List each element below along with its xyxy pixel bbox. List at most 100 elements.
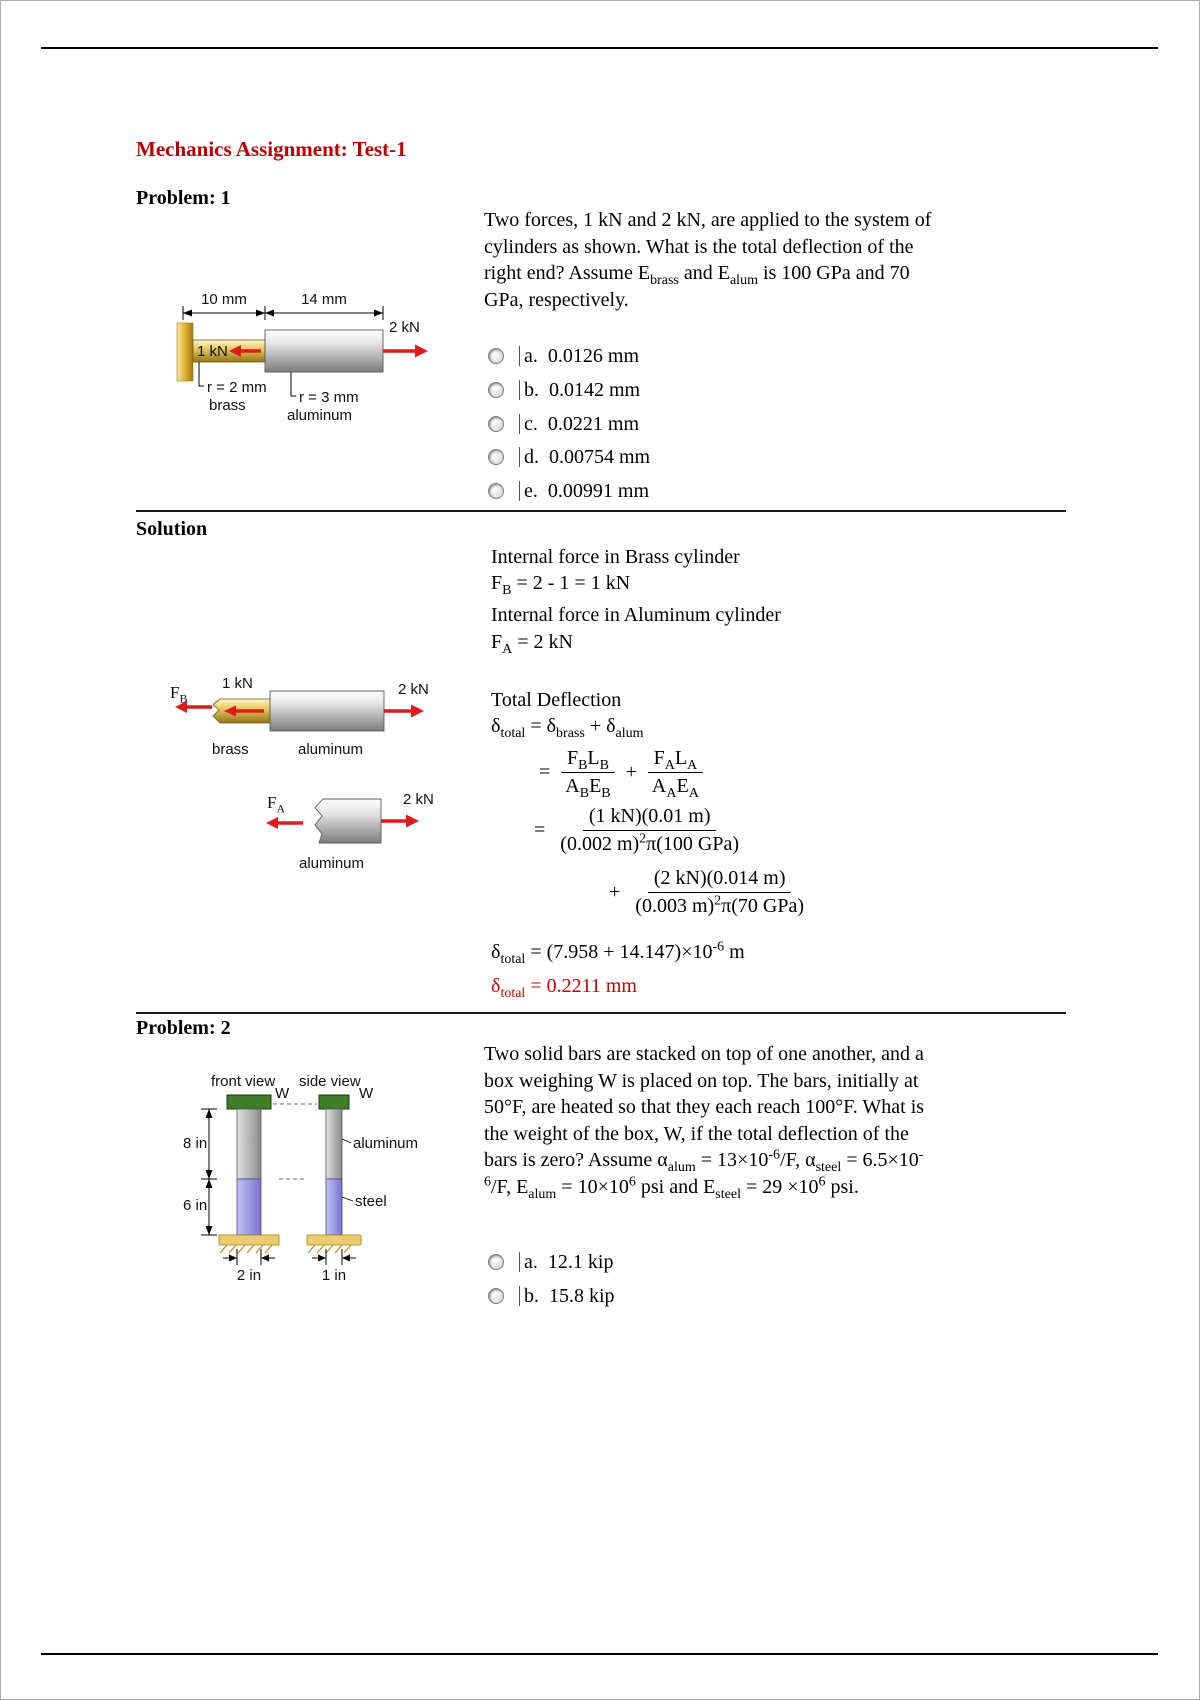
option-letter: b. xyxy=(524,378,539,401)
dimension-label-1in: 1 in xyxy=(321,1267,347,1284)
dimension-label-alum-length: 14 mm xyxy=(301,291,347,308)
radio-button[interactable] xyxy=(488,483,504,499)
weight-label-front: W xyxy=(275,1085,290,1102)
option-row-b: b. 15.8 kip xyxy=(488,1283,615,1309)
solution-text-line: Internal force in Aluminum cylinder xyxy=(491,604,781,626)
option-divider xyxy=(519,414,520,434)
solution-final-answer: δtotal = 0.2211 mm xyxy=(491,975,637,1001)
radio-button[interactable] xyxy=(488,382,504,398)
force-label-fa: FA xyxy=(267,793,286,816)
material-label-alum: aluminum xyxy=(298,741,364,758)
leader-lines xyxy=(198,362,296,397)
weight-label-side: W xyxy=(359,1085,374,1102)
option-text: 15.8 kip xyxy=(549,1284,615,1307)
material-label-alum: aluminum xyxy=(299,855,365,872)
equals-sign: = xyxy=(534,819,546,841)
reaction-arrow-icon xyxy=(266,817,303,829)
solution-fraction-equation-3: + (2 kN)(0.014 m) (0.003 m)2π(70 GPa) xyxy=(609,867,810,918)
option-row-a: a. 0.0126 mm xyxy=(488,343,639,369)
option-text: 0.0221 mm xyxy=(547,412,640,435)
option-letter: d. xyxy=(524,445,539,468)
cylinder-diagram xyxy=(176,306,428,397)
radio-button[interactable] xyxy=(488,1254,504,1270)
dimension-label-8in: 8 in xyxy=(183,1135,208,1152)
steel-bars xyxy=(236,1178,343,1236)
force-label-2kn: 2 kN xyxy=(403,791,434,808)
aluminum-bars xyxy=(236,1108,343,1180)
material-label-brass: brass xyxy=(209,397,246,414)
material-label-steel: steel xyxy=(355,1193,387,1210)
problem1-statement: Two forces, 1 kN and 2 kN, are applied t… xyxy=(484,209,932,311)
fraction: FALA AAEA xyxy=(646,747,705,801)
radio-button[interactable] xyxy=(488,1288,504,1304)
option-letter: a. xyxy=(524,344,538,367)
reaction-arrow-icon xyxy=(175,701,212,713)
aluminum-cylinder xyxy=(264,329,384,373)
force-arrow-left-icon xyxy=(229,345,261,357)
option-divider xyxy=(519,1252,520,1272)
dimension-label-6in: 6 in xyxy=(183,1197,208,1214)
dimension-label-2in: 2 in xyxy=(236,1267,262,1284)
force-label-1kn: 1 kN xyxy=(197,343,228,360)
fbd-diagram xyxy=(175,690,424,732)
option-text: 0.00754 mm xyxy=(549,445,651,468)
aluminum-section xyxy=(314,798,382,844)
solution-fraction-equation-1: = FBLB ABEB + FALA AAEA xyxy=(539,747,705,801)
option-row-a: a. 12.1 kip xyxy=(488,1249,613,1275)
problem1-figure: 10 mm 14 mm 2 kN 1 kN r = 2 mm brass r =… xyxy=(169,291,459,443)
option-letter: a. xyxy=(524,1250,538,1273)
solution-heading: Solution xyxy=(136,518,208,540)
option-letter: c. xyxy=(524,412,538,435)
option-row-c: c. 0.0221 mm xyxy=(488,411,639,437)
dashed-construction-lines xyxy=(273,1103,317,1180)
solution-equation-line: δtotal = δbrass + δalum xyxy=(491,715,644,741)
problem2-heading: Problem: 2 xyxy=(136,1017,231,1039)
view-label-front: front view xyxy=(211,1073,276,1090)
option-text: 0.0126 mm xyxy=(547,344,640,367)
view-label-side: side view xyxy=(299,1073,361,1090)
dimension-label-brass-length: 10 mm xyxy=(201,291,247,308)
solution-fraction-equation-2: = (1 kN)(0.01 m) (0.002 m)2π(100 GPa) xyxy=(534,805,745,856)
box-caps xyxy=(226,1094,350,1110)
option-letter: e. xyxy=(524,479,538,502)
option-row-e: e. 0.00991 mm xyxy=(488,478,649,504)
dimension-lines xyxy=(182,306,384,320)
solution-equation-line: FA = 2 kN xyxy=(491,631,573,657)
applied-force-arrow-icon xyxy=(381,814,419,828)
force-arrow-right-icon xyxy=(383,344,428,358)
fraction: (1 kN)(0.01 m) (0.002 m)2π(100 GPa) xyxy=(560,805,740,855)
option-divider xyxy=(519,447,520,467)
option-text: 12.1 kip xyxy=(547,1250,614,1273)
label-leader-lines xyxy=(341,1138,354,1202)
radio-button[interactable] xyxy=(488,449,504,465)
stacked-bars-diagram xyxy=(201,1094,362,1265)
force-label-2kn: 2 kN xyxy=(389,319,420,336)
radio-button[interactable] xyxy=(488,348,504,364)
fraction: (2 kN)(0.014 m) (0.003 m)2π(70 GPa) xyxy=(635,867,805,917)
force-label-2kn: 2 kN xyxy=(398,681,429,698)
material-label-alum: aluminum xyxy=(287,407,353,424)
material-label-brass: brass xyxy=(212,741,249,758)
solution-fbd-aluminum: FA 2 kN aluminum xyxy=(259,789,459,881)
ground-bases xyxy=(218,1234,362,1254)
option-divider xyxy=(519,380,520,400)
solution-text-line: Total Deflection xyxy=(491,689,622,711)
radio-button[interactable] xyxy=(488,416,504,432)
radius-label-alum: r = 3 mm xyxy=(299,389,359,406)
fraction: FBLB ABEB xyxy=(559,747,616,801)
fbd-diagram xyxy=(266,798,419,844)
top-rule xyxy=(41,47,1158,49)
solution-text-line: Internal force in Brass cylinder xyxy=(491,546,740,568)
internal-force-arrow-icon xyxy=(224,705,264,717)
solution-fbd-brass-aluminum: FB 1 kN 2 kN brass aluminum xyxy=(166,673,461,788)
option-divider xyxy=(519,481,520,501)
option-text: 0.0142 mm xyxy=(549,378,641,401)
option-text: 0.00991 mm xyxy=(547,479,650,502)
option-row-b: b. 0.0142 mm xyxy=(488,377,640,403)
aluminum-cylinder xyxy=(269,690,385,732)
solution-result-line: δtotal = (7.958 + 14.147)×10-6 m xyxy=(491,939,745,967)
force-label-1kn: 1 kN xyxy=(222,675,253,692)
solution-equation-line: FB = 2 - 1 = 1 kN xyxy=(491,572,631,598)
bottom-dimension-front xyxy=(223,1249,275,1265)
